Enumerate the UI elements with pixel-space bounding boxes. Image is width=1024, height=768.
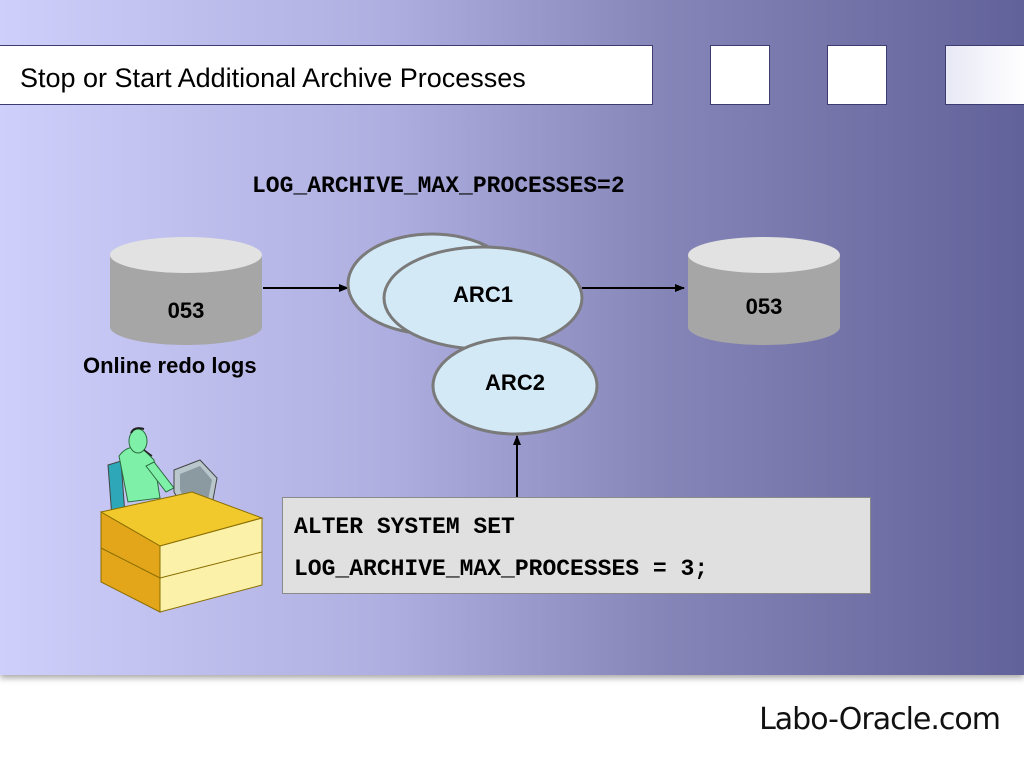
brand-logo: Labo-Oracle.com — [759, 702, 1001, 737]
arc2-process: ARC2 — [431, 336, 599, 436]
target-disk-label: 053 — [746, 294, 783, 319]
arc1-process: ARC1 — [382, 245, 584, 351]
decor-square-2 — [827, 45, 887, 105]
archive-diagram: 053 053 ARC1 ARC2 — [99, 232, 840, 613]
online-redo-log-disk: 053 — [110, 237, 262, 345]
arc2-label: ARC2 — [485, 370, 545, 395]
parameter-setting: LOG_ARCHIVE_MAX_PROCESSES=2 — [252, 173, 625, 199]
arc1-label: ARC1 — [453, 282, 513, 307]
sql-command-line-2: LOG_ARCHIVE_MAX_PROCESSES = 3; — [294, 556, 709, 582]
slide-title: Stop or Start Additional Archive Process… — [20, 63, 526, 93]
source-disk-label: 053 — [168, 298, 205, 323]
operator-at-desk-icon — [99, 427, 264, 613]
sql-command-line-1: ALTER SYSTEM SET — [294, 514, 515, 540]
sql-command-box: ALTER SYSTEM SET LOG_ARCHIVE_MAX_PROCESS… — [282, 497, 871, 594]
decor-square-1 — [710, 45, 770, 105]
online-redo-logs-label: Online redo logs — [83, 353, 257, 378]
title-bar: Stop or Start Additional Archive Process… — [0, 45, 653, 105]
decor-square-3 — [945, 45, 1024, 105]
archived-log-disk: 053 — [688, 237, 840, 345]
